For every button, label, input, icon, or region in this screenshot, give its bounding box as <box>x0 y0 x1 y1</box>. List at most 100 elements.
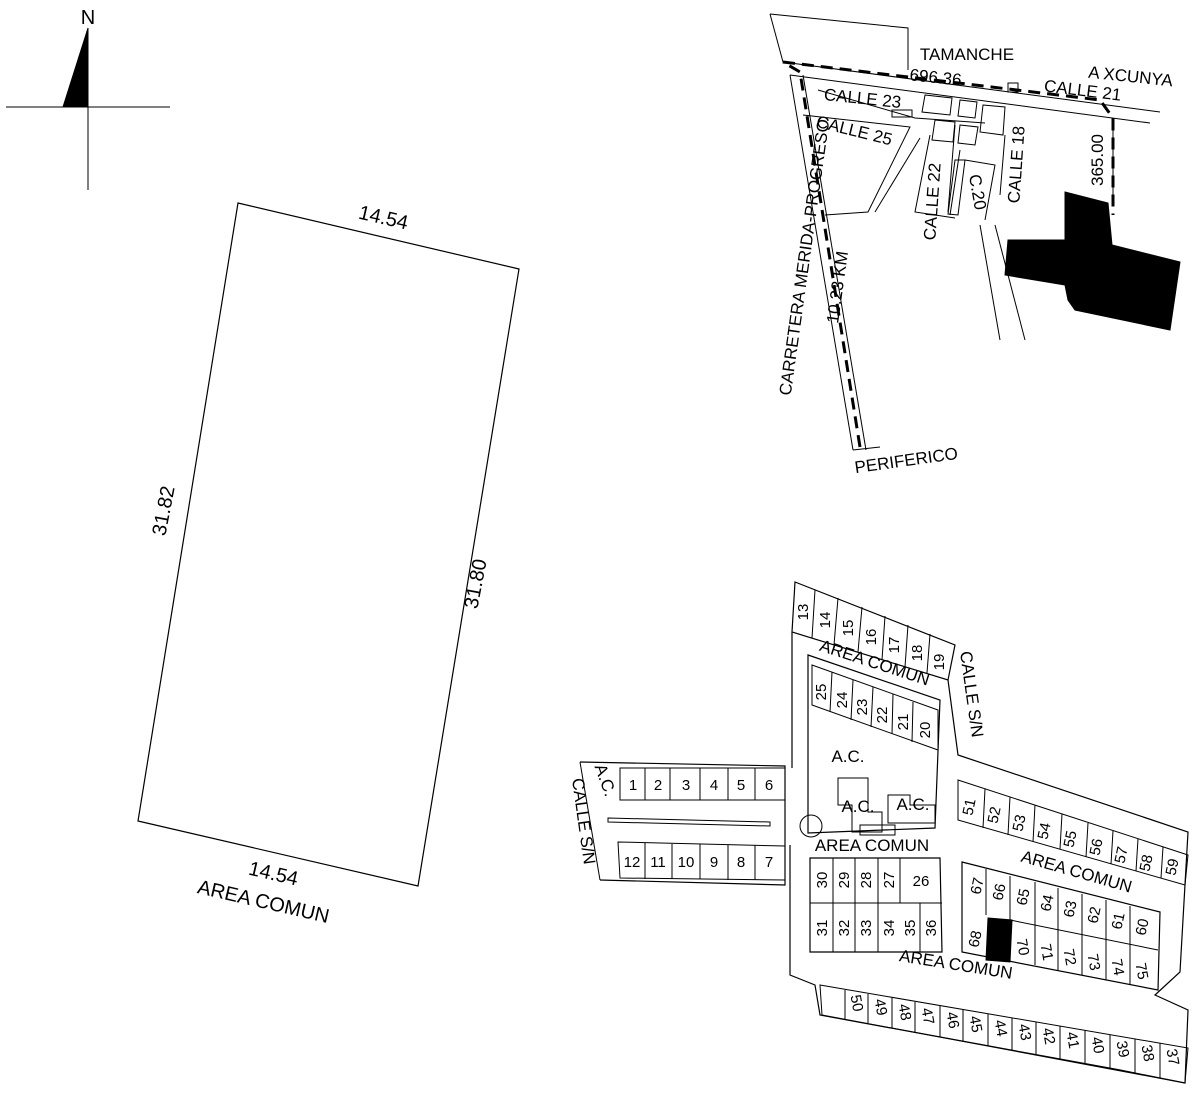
label-c-20: C.20 <box>965 173 990 212</box>
lot-27: 27 <box>881 872 898 889</box>
lot-6: 6 <box>765 777 773 794</box>
lot-28: 28 <box>858 872 875 889</box>
property-location-solid <box>1004 191 1181 331</box>
lot-39: 39 <box>1113 1040 1133 1059</box>
lot-31: 31 <box>814 920 831 937</box>
lot-73: 73 <box>1084 953 1104 972</box>
north-label: N <box>81 7 95 29</box>
north-arrow: N <box>6 7 170 190</box>
subdivision-outline <box>789 679 1189 1084</box>
label-dist-right: 365.00 <box>1088 134 1107 186</box>
lot-20: 20 <box>917 722 934 739</box>
lot-64: 64 <box>1038 893 1058 913</box>
lot-15: 15 <box>840 620 857 637</box>
label-calle-18: CALLE 18 <box>1004 125 1028 204</box>
block-central <box>807 654 941 834</box>
block-26-36 <box>809 857 943 953</box>
subdivision-plan: CALLE S/N CALLE S/N AREA COMUN AREA COMU… <box>568 581 1189 1084</box>
lot-dim-bottom: 14.54 <box>246 858 300 891</box>
lot-41: 41 <box>1063 1031 1083 1050</box>
block-60-75 <box>961 861 1161 991</box>
label-ac-left: A.C. <box>591 761 620 799</box>
lot-62: 62 <box>1085 905 1105 925</box>
lot-51: 51 <box>960 797 980 817</box>
lot-26: 26 <box>913 873 930 890</box>
label-ac-center-top: A.C. <box>831 747 864 766</box>
lot-71: 71 <box>1037 943 1057 962</box>
location-map: TAMANCHE 696.36 A XCUNYA CALLE 21 CALLE … <box>769 13 1181 477</box>
label-periferico: PERIFERICO <box>853 444 959 477</box>
lot-56: 56 <box>1087 837 1107 857</box>
lot-55: 55 <box>1061 829 1081 849</box>
lot-46: 46 <box>943 1011 963 1030</box>
lot-18: 18 <box>909 645 926 662</box>
lot-68: 68 <box>966 929 986 949</box>
lot-37: 37 <box>1163 1048 1183 1067</box>
lot-65: 65 <box>1014 887 1034 907</box>
lot-dim-left: 31.82 <box>149 484 180 537</box>
lot-25: 25 <box>813 684 830 701</box>
lot-12: 12 <box>624 854 641 871</box>
lot-43: 43 <box>1015 1023 1035 1042</box>
road-calle-21-bottom <box>789 74 1151 124</box>
label-ac-center-right: A.C. <box>896 795 929 814</box>
lot-63: 63 <box>1061 899 1081 919</box>
lot-67: 67 <box>968 876 988 896</box>
lot-dim-right: 31.80 <box>461 557 492 610</box>
lot-66: 66 <box>990 882 1010 902</box>
lot-23: 23 <box>854 699 871 716</box>
lot-40: 40 <box>1088 1036 1108 1055</box>
lot-outline <box>137 202 520 887</box>
label-tamanche: TAMANCHE <box>920 45 1014 64</box>
lot-58: 58 <box>1137 853 1157 873</box>
lot-dim-top: 14.54 <box>356 202 410 235</box>
lot-7: 7 <box>765 854 773 871</box>
lot-57: 57 <box>1112 845 1132 865</box>
lot-72: 72 <box>1060 948 1080 967</box>
lot-30: 30 <box>814 872 831 889</box>
label-dist-top: 696.36 <box>909 65 963 89</box>
lot-1: 1 <box>629 777 637 794</box>
lot-4: 4 <box>710 777 718 794</box>
lot-75: 75 <box>1132 962 1152 981</box>
label-area-comun-2: AREA COMUN <box>815 836 929 855</box>
lot-38: 38 <box>1138 1044 1158 1063</box>
lot-24: 24 <box>834 692 851 709</box>
lot-detail: 14.54 31.82 31.80 14.54 AREA COMUN <box>137 202 520 928</box>
road-carretera-west <box>789 74 854 451</box>
lot-53: 53 <box>1010 813 1030 833</box>
lot-54: 54 <box>1035 821 1055 841</box>
lot-52: 52 <box>985 805 1005 825</box>
lot-74: 74 <box>1108 958 1128 977</box>
lot-21: 21 <box>895 714 912 731</box>
lot-32: 32 <box>836 920 853 937</box>
lot-47: 47 <box>918 1007 938 1026</box>
lot-19: 19 <box>931 654 948 671</box>
block-51-59 <box>957 779 1189 886</box>
label-dist-left: 10.23 KM <box>823 250 852 325</box>
lot-29: 29 <box>836 872 853 889</box>
lot-16: 16 <box>863 629 880 646</box>
lot-17: 17 <box>886 637 903 654</box>
map-top-block <box>769 13 909 70</box>
lot-9: 9 <box>710 854 718 871</box>
lot-36: 36 <box>923 920 940 937</box>
lot-8: 8 <box>737 854 745 871</box>
lot-2: 2 <box>654 777 662 794</box>
label-calle-sn-right: CALLE S/N <box>956 650 987 739</box>
lot-10: 10 <box>678 854 695 871</box>
lot-60: 60 <box>1133 917 1153 937</box>
roundabout-icon <box>799 814 823 838</box>
lot-48: 48 <box>895 1003 915 1022</box>
lot-61: 61 <box>1109 911 1129 931</box>
lot-22: 22 <box>874 707 891 724</box>
label-calle-22: CALLE 22 <box>920 162 944 241</box>
lot-35: 35 <box>902 920 919 937</box>
lot-49: 49 <box>871 998 891 1017</box>
lot-59: 59 <box>1163 857 1183 877</box>
lot-42: 42 <box>1039 1027 1059 1046</box>
lot-33: 33 <box>858 920 875 937</box>
lot-45: 45 <box>966 1015 986 1034</box>
lot-13: 13 <box>795 604 812 621</box>
